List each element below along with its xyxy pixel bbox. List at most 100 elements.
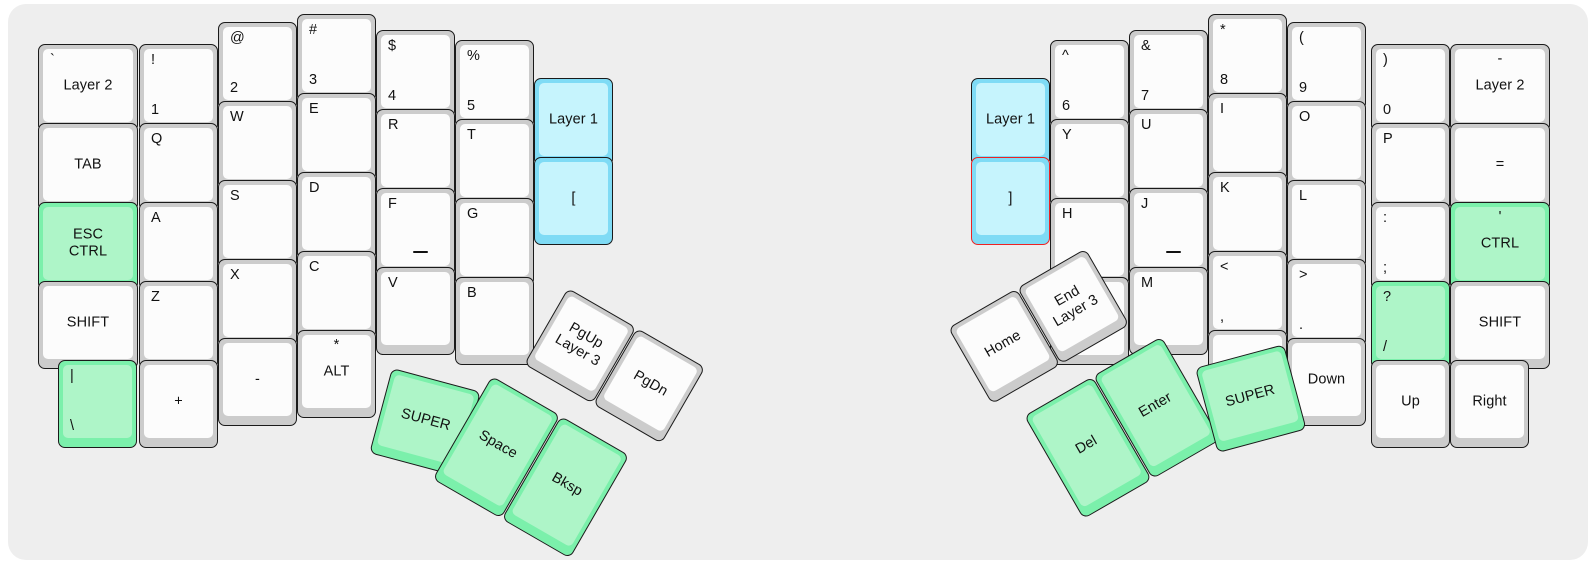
key-r-c1-r1[interactable]: ^6 (1050, 40, 1129, 128)
key-l-c7-r1[interactable]: Layer 1 (534, 78, 613, 166)
key-legend-bottom: 8 (1220, 71, 1229, 88)
key-l-c5-r4[interactable]: V (376, 267, 455, 355)
key-r-c3-r4[interactable]: <, (1208, 251, 1287, 339)
key-legend-top: ( (1299, 30, 1304, 46)
key-l-c6-r4[interactable]: B (455, 277, 534, 365)
key-legend-stacked: PgUp Layer 3 (552, 319, 607, 370)
key-legend-top: ? (1383, 289, 1392, 305)
key-l-c2-r2[interactable]: Q (139, 123, 218, 211)
keycap-surface: C (302, 256, 371, 329)
key-legend-top: E (309, 101, 319, 117)
key-legend-top: ^ (1062, 48, 1069, 64)
keycap-surface: X (223, 264, 292, 337)
key-legend-bottom: ; (1383, 259, 1388, 276)
homing-bar-indicator (1165, 250, 1181, 253)
key-l-c3-r5[interactable]: - (218, 338, 297, 426)
key-r-c5-r5[interactable]: Up (1371, 360, 1450, 448)
key-legend-center: + (174, 392, 183, 409)
key-l-c1-r3[interactable]: ESC CTRL (38, 202, 138, 290)
key-l-c5-r3[interactable]: F (376, 188, 455, 276)
key-r-c4-r1[interactable]: (9 (1287, 22, 1366, 110)
key-r-c0-r2[interactable]: ] (971, 157, 1050, 245)
key-legend-top: & (1141, 38, 1151, 54)
key-r-c6-r4[interactable]: SHIFT (1450, 281, 1550, 369)
key-legend-bottom: . (1299, 316, 1304, 333)
key-legend-top: Y (1062, 127, 1072, 143)
key-legend-top: K (1220, 180, 1230, 196)
key-legend-center: Layer 1 (985, 110, 1036, 127)
key-r-c6-r1[interactable]: -Layer 2 (1450, 44, 1550, 132)
key-legend-center: Enter (1136, 389, 1175, 421)
key-r-c4-r4[interactable]: >. (1287, 259, 1366, 347)
key-legend-center: Bksp (548, 469, 586, 500)
keycap-surface: O (1292, 106, 1361, 179)
key-l-c1-r2[interactable]: TAB (38, 123, 138, 211)
key-r-c5-r4[interactable]: ?/ (1371, 281, 1450, 369)
key-l-c3-r3[interactable]: S (218, 180, 297, 268)
key-r-c2-r4[interactable]: M (1129, 267, 1208, 355)
key-legend-center: Layer 2 (63, 76, 113, 93)
key-l-c6-r1[interactable]: %5 (455, 40, 534, 128)
key-l-c5-r2[interactable]: R (376, 109, 455, 197)
key-l-c4-r2[interactable]: E (297, 93, 376, 181)
key-r-c5-r3[interactable]: :; (1371, 202, 1450, 290)
key-l-c3-r4[interactable]: X (218, 259, 297, 347)
key-r-c0-r1[interactable]: Layer 1 (971, 78, 1050, 166)
key-l-c2-r1[interactable]: !1 (139, 44, 218, 132)
key-legend-top: % (467, 48, 480, 64)
keycap-surface: Right (1455, 365, 1524, 438)
key-l-c1-r1[interactable]: `Layer 2 (38, 44, 138, 132)
keycap-surface: = (1455, 128, 1545, 201)
key-l-c2-r5[interactable]: + (139, 360, 218, 448)
key-r-c1-r2[interactable]: Y (1050, 119, 1129, 207)
key-legend-center: SHIFT (1478, 313, 1522, 330)
key-legend-center: Space (475, 427, 521, 462)
keycap-surface: W (223, 106, 292, 179)
keycap-surface: F (381, 193, 450, 266)
key-legend-bottom: 0 (1383, 101, 1392, 118)
key-legend-bottom: , (1220, 308, 1225, 325)
key-r-c4-r2[interactable]: O (1287, 101, 1366, 189)
key-l-c6-r2[interactable]: T (455, 119, 534, 207)
keycap-surface: B (460, 282, 529, 355)
key-legend-center: [ (571, 189, 576, 206)
key-l-c4-r5[interactable]: *ALT (297, 330, 376, 418)
key-r-c2-r1[interactable]: &7 (1129, 30, 1208, 118)
key-r-c3-r3[interactable]: K (1208, 172, 1287, 260)
key-r-c3-r1[interactable]: *8 (1208, 14, 1287, 102)
key-r-c3-r2[interactable]: I (1208, 93, 1287, 181)
key-r-c5-r1[interactable]: )0 (1371, 44, 1450, 132)
key-r-c6-r3[interactable]: 'CTRL (1450, 202, 1550, 290)
keycap-surface: <, (1213, 256, 1282, 329)
key-r-c2-r3[interactable]: J (1129, 188, 1208, 276)
key-l-c4-r4[interactable]: C (297, 251, 376, 339)
keycap-surface: D (302, 177, 371, 250)
key-r-c6-r5[interactable]: Right (1450, 360, 1529, 448)
key-l-c3-r1[interactable]: @2 (218, 22, 297, 110)
key-legend-center: SUPER (1223, 381, 1277, 410)
key-legend-top: M (1141, 275, 1154, 291)
key-l-c2-r4[interactable]: Z (139, 281, 218, 369)
keycap-surface: ?/ (1376, 286, 1445, 359)
key-l-c4-r3[interactable]: D (297, 172, 376, 260)
key-legend-center: ALT (323, 362, 350, 379)
key-l-c1-r5[interactable]: |\ (58, 360, 137, 448)
key-legend-top: > (1299, 267, 1308, 283)
key-legend-top: T (467, 127, 476, 143)
key-l-c6-r3[interactable]: G (455, 198, 534, 286)
key-r-c5-r2[interactable]: P (1371, 123, 1450, 211)
key-r-c2-r2[interactable]: U (1129, 109, 1208, 197)
key-legend-bottom: 9 (1299, 79, 1308, 96)
key-l-c2-r3[interactable]: A (139, 202, 218, 290)
key-l-c4-r1[interactable]: #3 (297, 14, 376, 102)
key-legend-center: Up (1401, 392, 1420, 409)
key-l-c7-r2[interactable]: [ (534, 157, 613, 245)
key-l-c3-r2[interactable]: W (218, 101, 297, 189)
keycap-surface: L (1292, 185, 1361, 258)
keycap-surface: #3 (302, 19, 371, 92)
key-legend-top: ) (1383, 52, 1388, 68)
key-r-c6-r2[interactable]: = (1450, 123, 1550, 211)
key-r-c4-r3[interactable]: L (1287, 180, 1366, 268)
key-l-c1-r4[interactable]: SHIFT (38, 281, 138, 369)
key-l-c5-r1[interactable]: $4 (376, 30, 455, 118)
